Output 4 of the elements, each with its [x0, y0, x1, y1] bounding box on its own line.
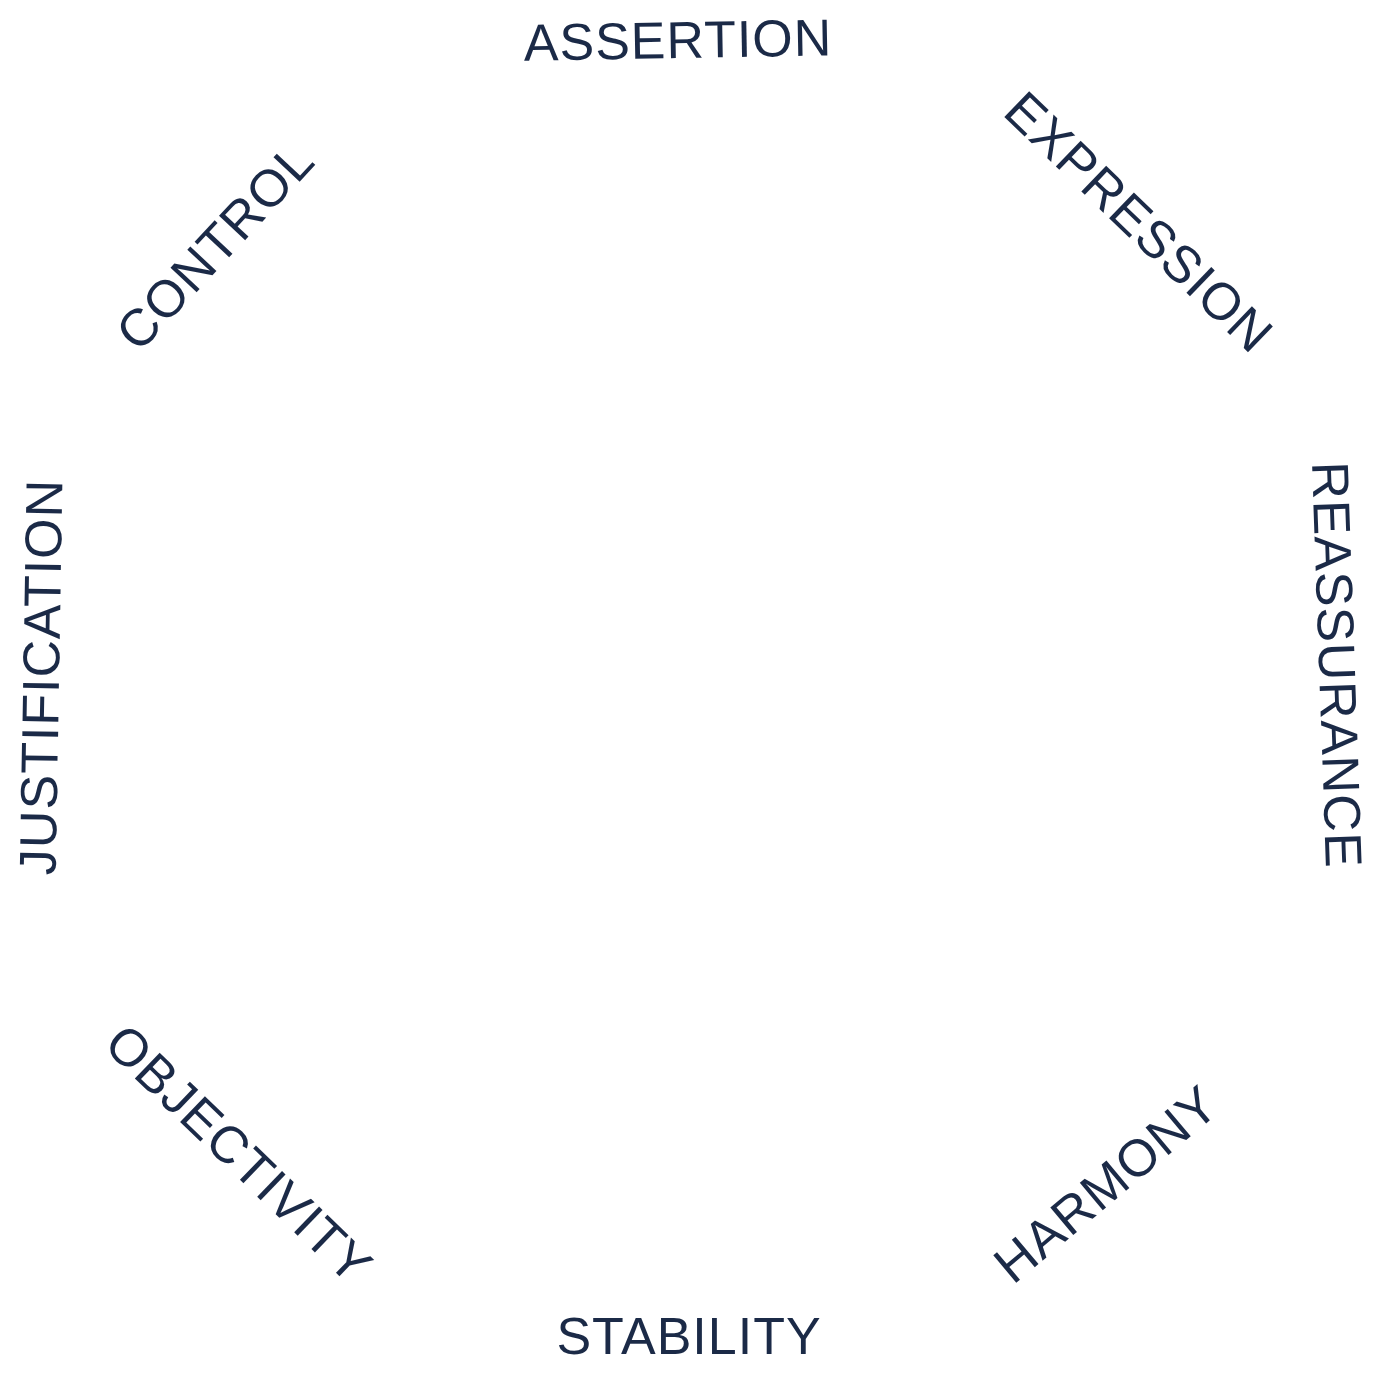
word-label: ASSERTION: [523, 11, 833, 69]
word-label: REASSURANCE: [1303, 461, 1370, 870]
word-label: JUSTIFICATION: [11, 478, 71, 876]
word-label: STABILITY: [556, 1310, 822, 1362]
